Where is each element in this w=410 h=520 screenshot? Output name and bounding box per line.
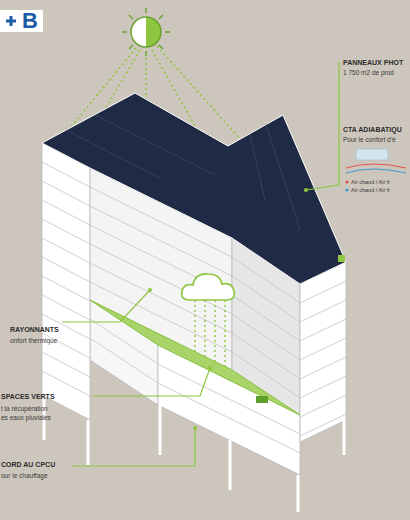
cta-diagram [345, 149, 406, 192]
roof-unit [338, 255, 345, 262]
leader-lines [62, 62, 339, 466]
callout-title: CTA ADIABATIQU [343, 126, 402, 134]
sun-icon [122, 8, 170, 56]
solar-roof [42, 93, 346, 284]
legend-text: Air chaud / Air fr [351, 187, 390, 193]
green-courtyard [90, 300, 300, 415]
callout-title: CORD AU CPCU [1, 461, 55, 469]
pillars [44, 395, 344, 512]
callout-title: RAYONNANTS [10, 326, 59, 334]
logo-box [0, 10, 43, 32]
logo-text: B [22, 10, 38, 32]
callout-note: our le chauffage [1, 472, 48, 479]
callout-note: onfort thermique [10, 337, 57, 344]
rain-lines [195, 300, 225, 367]
legend-text: Air chaud / Air fr [351, 179, 390, 185]
callout-note: es eaux pluviales [1, 414, 51, 421]
callout-note: Pour le confort d'é [343, 136, 396, 143]
leader-dots [148, 188, 308, 430]
callout-title: PANNEAUX PHOT [343, 59, 403, 67]
cloud-icon [182, 274, 235, 300]
callout-title: SPACES VERTS [1, 393, 55, 401]
drain [256, 396, 268, 403]
panel-lines [66, 115, 300, 230]
callout-note: t la récupération [1, 405, 48, 412]
logo-mark [6, 16, 16, 26]
callout-note: 1 750 m2 de prod [343, 69, 394, 76]
